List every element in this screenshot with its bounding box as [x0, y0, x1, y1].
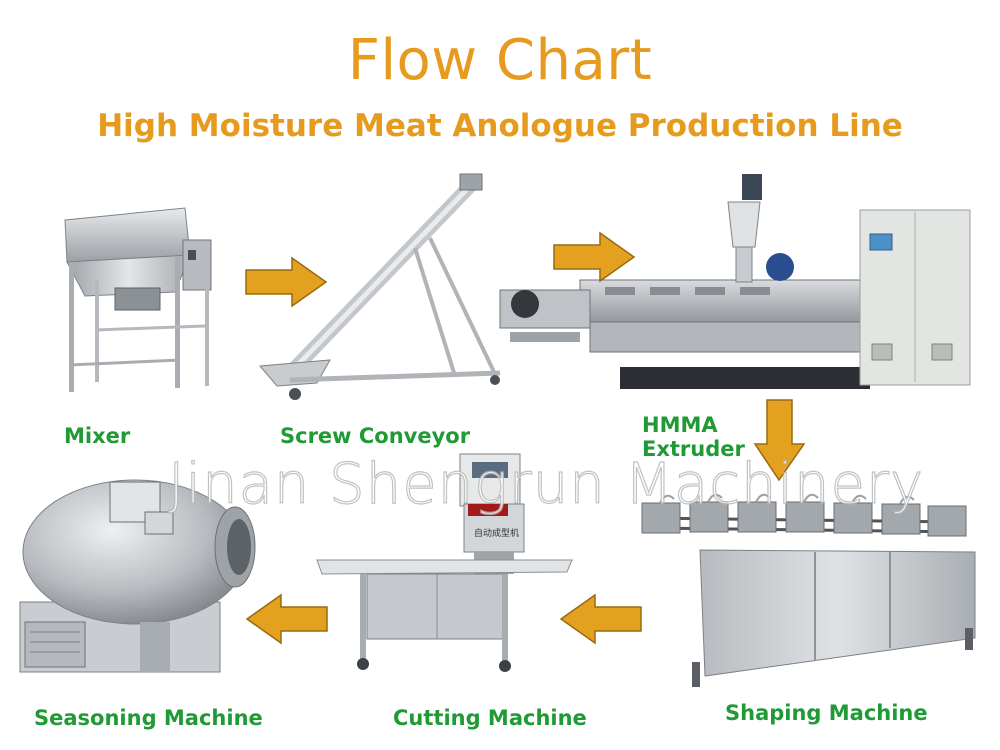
- label-seasoning-machine: Seasoning Machine: [34, 706, 263, 730]
- arrow-left-icon: [559, 593, 642, 645]
- arrow-right-icon: [245, 256, 328, 308]
- arrow-down-icon: [753, 399, 806, 482]
- chart-title: Flow Chart: [347, 28, 653, 93]
- seasoning-machine-icon: [19, 479, 256, 673]
- label-mixer: Mixer: [64, 424, 131, 448]
- label-shaping-machine: Shaping Machine: [725, 701, 928, 725]
- shaping-machine-icon: [641, 493, 976, 687]
- cutting-panel-label: 自动成型机: [474, 527, 519, 539]
- arrow-right-icon: [553, 231, 636, 283]
- label-screw-conveyor: Screw Conveyor: [280, 424, 471, 448]
- chart-subtitle: High Moisture Meat Anologue Production L…: [97, 108, 903, 144]
- label-hmma-extruder: HMMA Extruder: [642, 413, 745, 461]
- watermark: Jinan Shengrun Machinery: [167, 451, 925, 517]
- label-hmma-line1: HMMA: [642, 413, 718, 437]
- mixer-icon: [64, 207, 212, 392]
- extruder-icon: [499, 174, 971, 389]
- screw-conveyor-icon: [258, 173, 501, 400]
- cutting-machine-icon: 自动成型机: [316, 453, 573, 672]
- label-cutting-machine: Cutting Machine: [393, 706, 587, 730]
- arrow-left-icon: [245, 593, 328, 645]
- label-hmma-line2: Extruder: [642, 437, 745, 461]
